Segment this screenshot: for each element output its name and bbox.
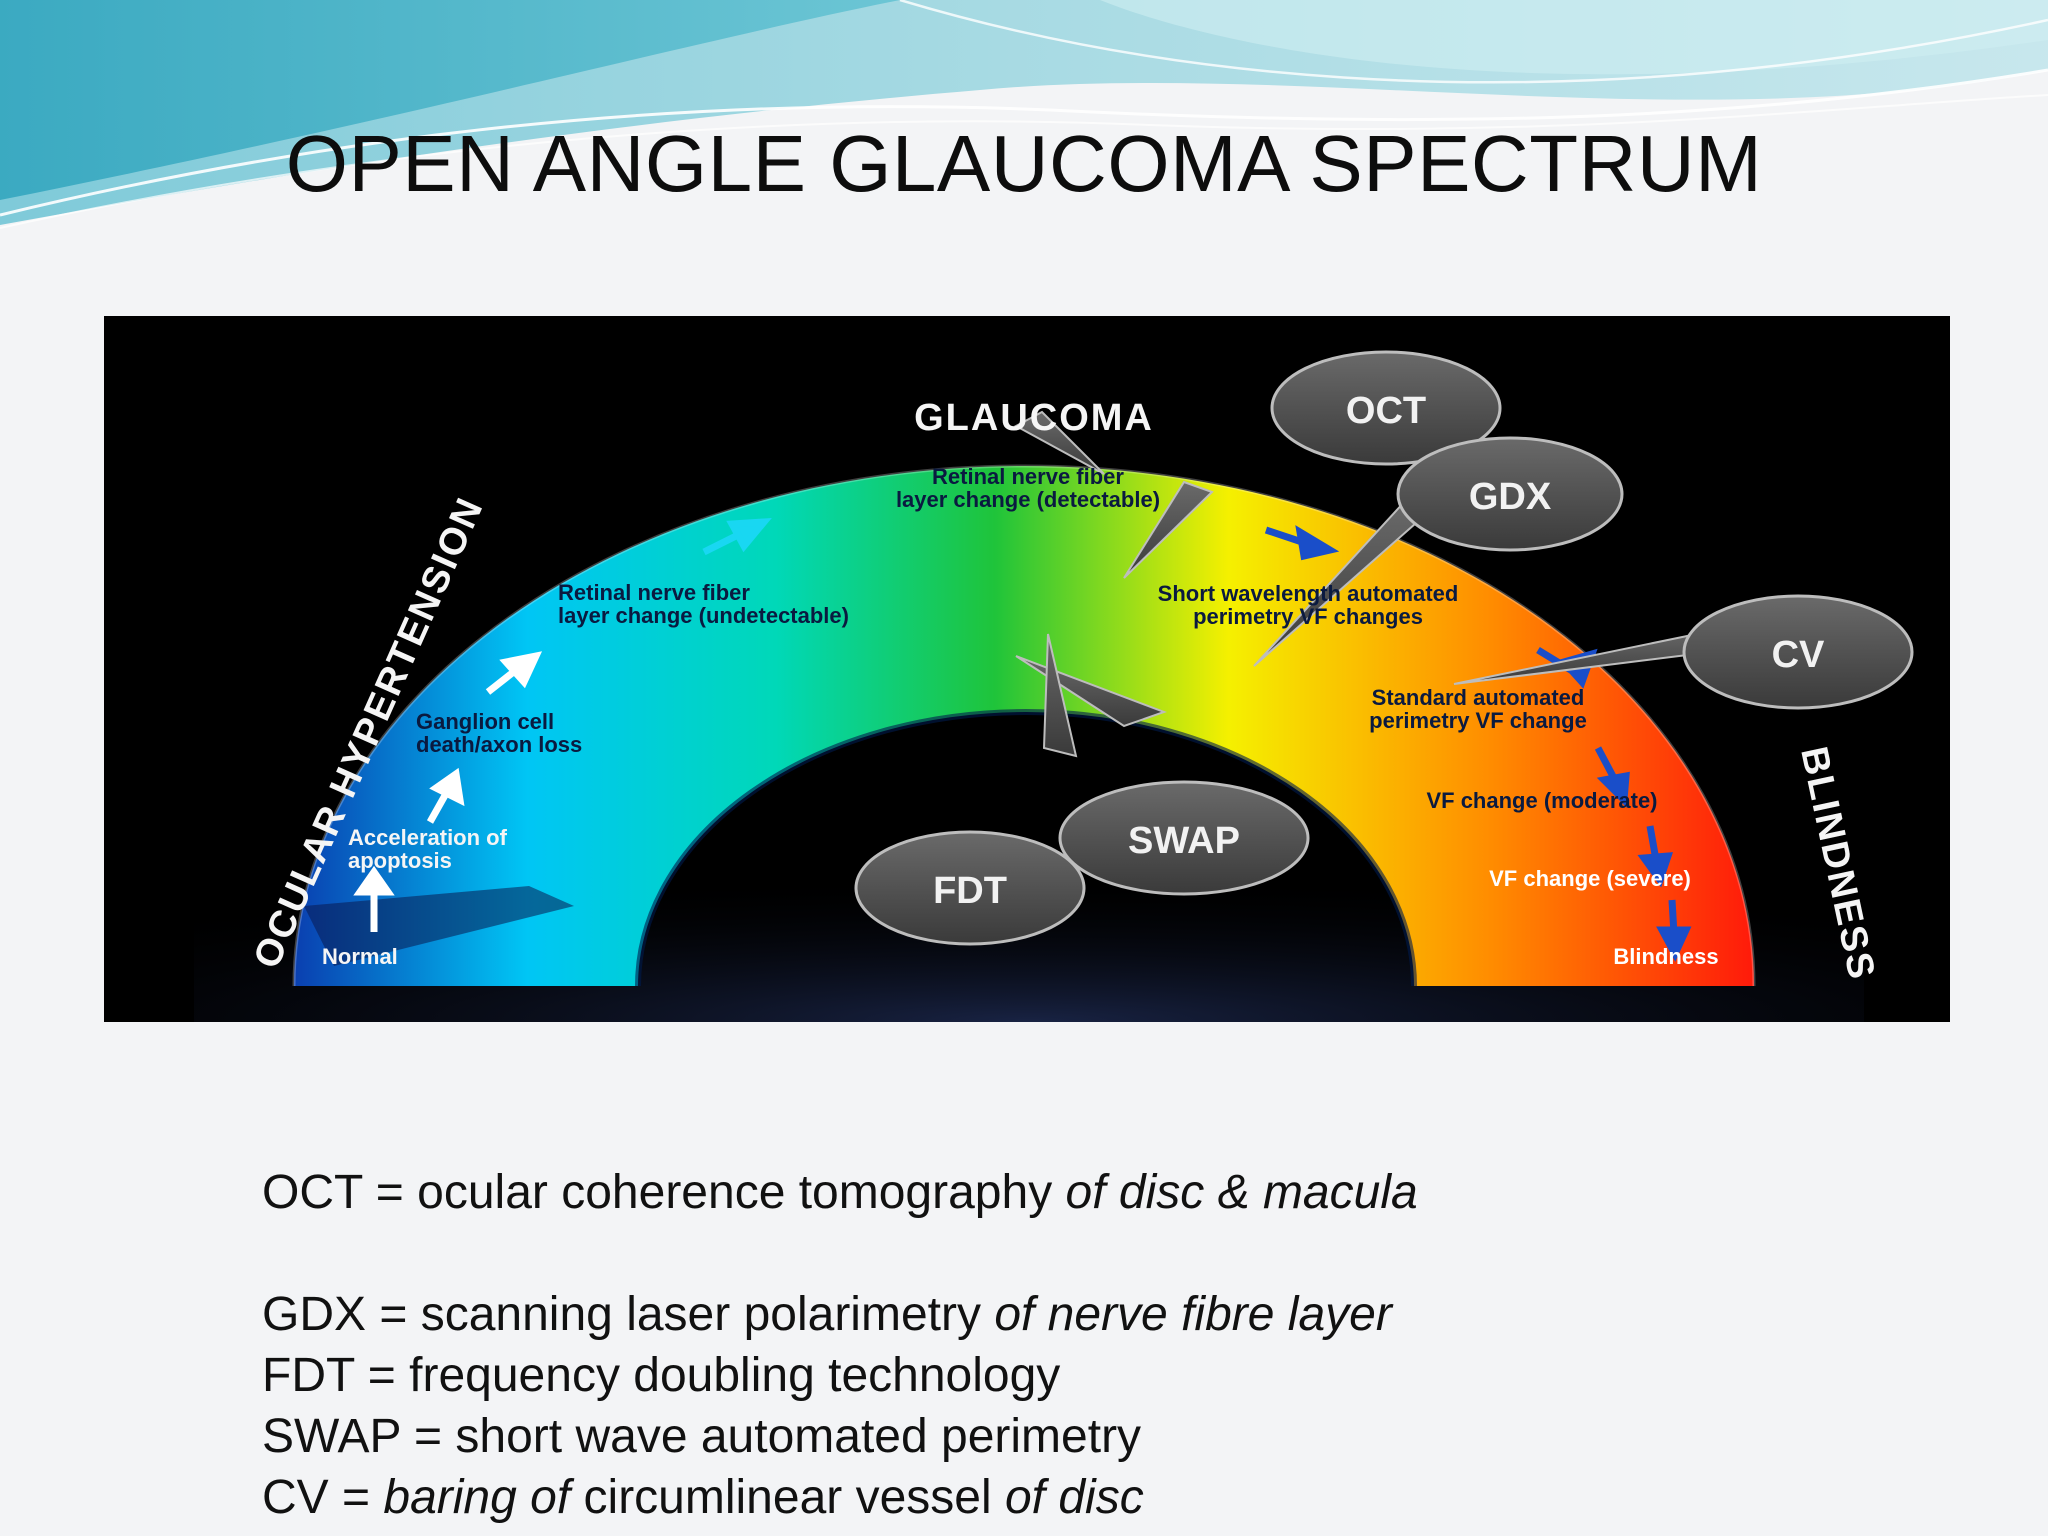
stage-acceleration-line1: Acceleration of <box>348 825 508 850</box>
stage-normal: Normal <box>322 944 398 969</box>
stage-blindness: Blindness <box>1613 944 1718 969</box>
stage-ganglion-line1: Ganglion cell <box>416 709 554 734</box>
glaucoma-header: GLAUCOMA <box>914 397 1154 439</box>
legend-fdt: FDT = frequency doubling technology <box>262 1349 1061 1402</box>
legend-gdx: GDX = scanning laser polarimetry of nerv… <box>262 1288 1392 1341</box>
swap-callout-label: SWAP <box>1128 820 1240 862</box>
header-waves <box>0 0 2048 229</box>
gdx-callout-label: GDX <box>1469 476 1552 518</box>
stage-sap-line1: Standard automated <box>1372 685 1585 710</box>
fdt-callout: FDT <box>854 830 1086 946</box>
oct-callout-label: OCT <box>1346 390 1426 432</box>
cv-callout: CV <box>1682 594 1914 710</box>
spectrum-arch <box>294 466 1754 986</box>
fdt-callout-label: FDT <box>933 870 1007 912</box>
stage-rnfl-detectable-line1: Retinal nerve fiber <box>932 464 1124 489</box>
swap-callout: SWAP <box>1058 780 1310 896</box>
legend-swap: SWAP = short wave automated perimetry <box>262 1410 1142 1463</box>
stage-swap-line1: Short wavelength automated <box>1158 581 1459 606</box>
stage-rnfl-undetectable-line2: layer change (undetectable) <box>558 603 849 628</box>
glaucoma-spectrum-diagram: OCT GDX CV SWAP FDT GLAUCOMA OCULAR HYPE… <box>104 316 1950 1022</box>
gdx-callout: GDX <box>1396 436 1624 552</box>
stage-acceleration-line2: apoptosis <box>348 848 452 873</box>
stage-vf-severe: VF change (severe) <box>1489 866 1691 891</box>
slide-title: OPEN ANGLE GLAUCOMA SPECTRUM <box>285 119 1763 208</box>
oct-callout: OCT <box>1270 350 1502 466</box>
legend-oct: OCT = ocular coherence tomography of dis… <box>262 1166 1418 1219</box>
stage-vf-moderate: VF change (moderate) <box>1426 788 1657 813</box>
progress-arrows-left <box>353 651 543 932</box>
stage-ganglion-line2: death/axon loss <box>416 732 582 757</box>
legend-cv: CV = baring of circumlinear vessel of di… <box>262 1471 1144 1524</box>
abbreviation-legend: OCT = ocular coherence tomography of dis… <box>262 1162 1418 1528</box>
stage-rnfl-undetectable-line1: Retinal nerve fiber <box>558 580 750 605</box>
stage-swap-line2: perimetry VF changes <box>1193 604 1423 629</box>
cv-callout-label: CV <box>1772 634 1825 676</box>
stage-sap-line2: perimetry VF change <box>1369 708 1587 733</box>
stage-rnfl-detectable-line2: layer change (detectable) <box>896 487 1160 512</box>
